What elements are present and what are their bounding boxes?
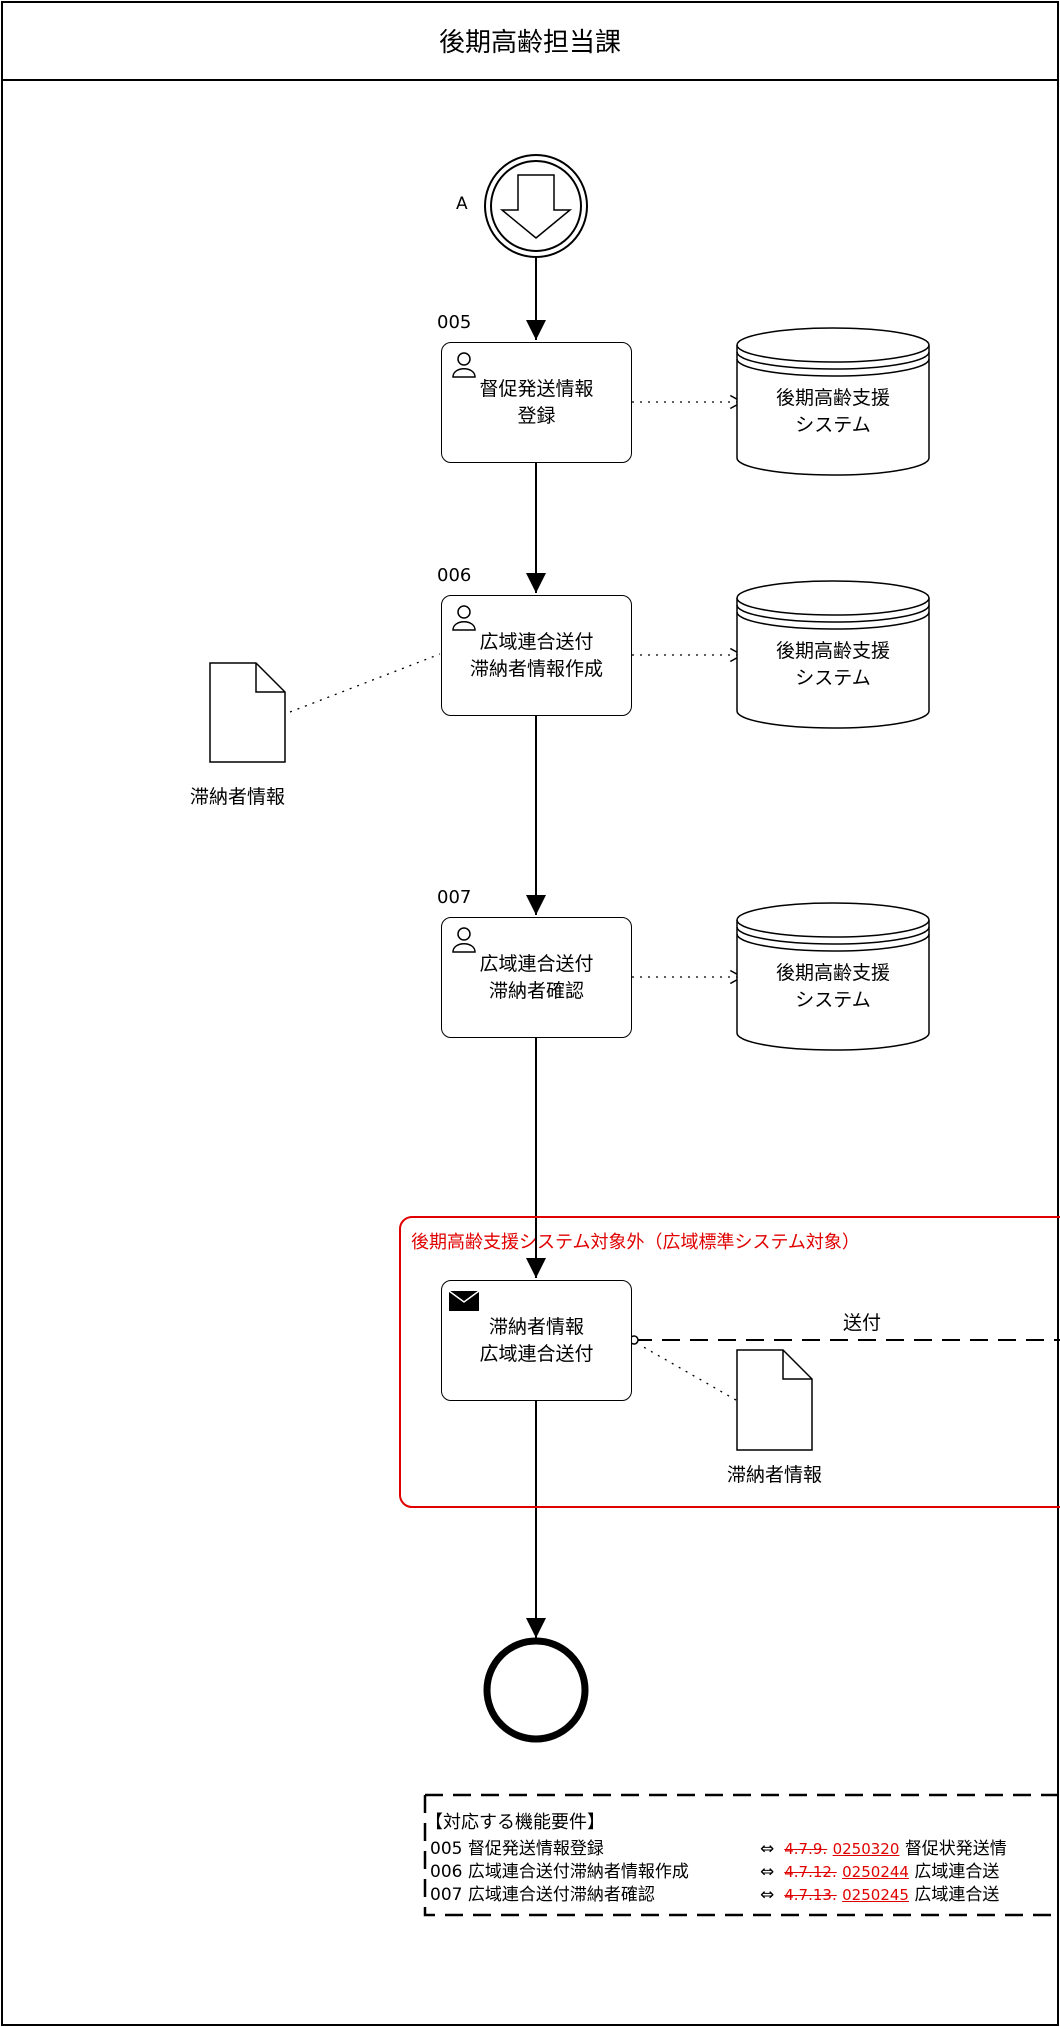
- lane-header: 後期高齢担当課: [1, 1, 1059, 81]
- task-label: 滞納者情報: [488, 1315, 584, 1338]
- task-send[interactable]: 滞納者情報 広域連合送付: [441, 1280, 632, 1401]
- task-006[interactable]: 広域連合送付 滞納者情報作成: [441, 595, 632, 716]
- document-icon: [736, 1349, 813, 1451]
- task-label: 広域連合送付: [479, 630, 594, 653]
- data-store: [736, 902, 930, 1051]
- document-label: 滞納者情報: [727, 1464, 823, 1486]
- group-boundary: [399, 1216, 1060, 1508]
- task-007[interactable]: 広域連合送付 滞納者確認: [441, 917, 632, 1038]
- envelope-icon: [448, 1290, 480, 1311]
- data-store-label: 後期高齢支援 システム: [775, 962, 890, 1011]
- data-store-label: 後期高齢支援 システム: [775, 640, 890, 689]
- requirement-row: 006 広域連合送付滞納者情報作成⇔4.7.12. 0250244 広域連合送: [430, 1862, 1000, 1882]
- end-event: [483, 1637, 589, 1743]
- data-association: [639, 1344, 737, 1401]
- data-association: [289, 653, 441, 713]
- user-icon: [452, 927, 476, 953]
- requirement-row: 007 広域連合送付滞納者確認⇔4.7.13. 0250245 広域連合送: [430, 1885, 1000, 1905]
- user-icon: [452, 605, 476, 631]
- task-label: 督促発送情報: [479, 377, 594, 400]
- task-id: 006: [437, 565, 472, 586]
- start-event: [484, 154, 588, 258]
- data-store-label: 後期高齢支援 システム: [775, 387, 890, 436]
- document-icon: [209, 662, 286, 763]
- task-005[interactable]: 督促発送情報 登録: [441, 342, 632, 463]
- task-label: 滞納者確認: [488, 979, 584, 1002]
- task-label: 滞納者情報作成: [469, 657, 603, 680]
- message-flow-label: 送付: [843, 1312, 882, 1334]
- data-store: [736, 580, 930, 729]
- data-store: [736, 327, 930, 476]
- requirements-heading: 【対応する機能要件】: [425, 1812, 605, 1833]
- requirement-row: 005 督促発送情報登録⇔4.7.9. 0250320 督促状発送情: [430, 1839, 1007, 1859]
- requirements-box: [423, 1793, 1060, 1917]
- user-icon: [452, 352, 476, 378]
- start-event-label: A: [456, 194, 468, 214]
- task-id: 005: [437, 312, 472, 333]
- lane-title: 後期高齢担当課: [438, 27, 621, 58]
- task-id: 007: [437, 887, 472, 908]
- task-label: 広域連合送付: [479, 952, 594, 975]
- down-arrow-icon: [499, 174, 573, 239]
- task-label: 登録: [517, 404, 556, 427]
- group-label: 後期高齢支援システム対象外（広域標準システム対象）: [411, 1232, 860, 1253]
- document-label: 滞納者情報: [190, 786, 286, 808]
- task-label: 広域連合送付: [479, 1342, 594, 1365]
